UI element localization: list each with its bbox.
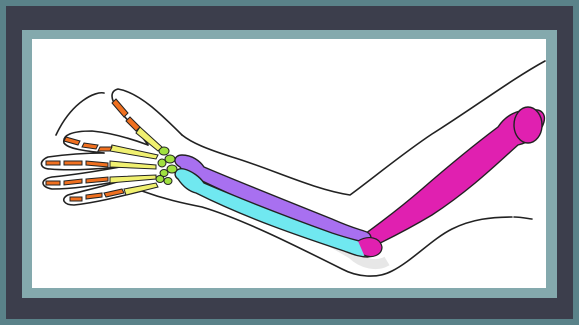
carpal-bones [156, 147, 177, 185]
arm-illustration-canvas [32, 39, 546, 288]
arm-skeleton-illustration [32, 39, 546, 288]
radius-bone [175, 155, 371, 246]
metacarpal-bones [110, 127, 162, 195]
humerus-head [514, 107, 542, 143]
